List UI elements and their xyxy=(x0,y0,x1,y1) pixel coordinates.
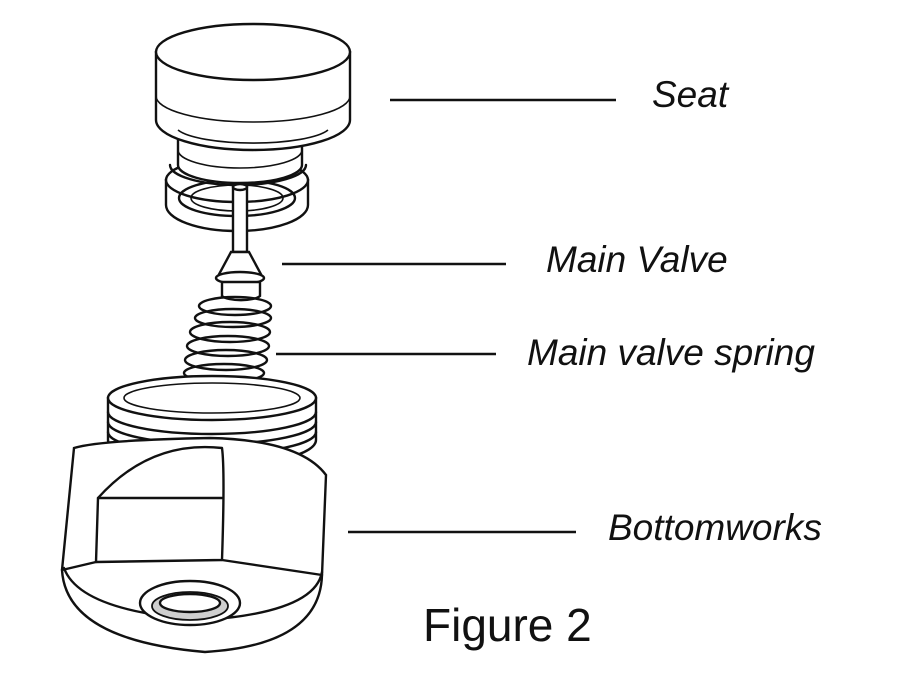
bottomworks-part xyxy=(60,374,328,654)
figure-caption: Figure 2 xyxy=(423,599,592,651)
main-valve-spring-label: Main valve spring xyxy=(527,332,815,373)
main-valve-label: Main Valve xyxy=(546,239,728,280)
seat-label: Seat xyxy=(652,74,729,115)
bottomworks-label: Bottomworks xyxy=(608,507,822,548)
main-valve-part xyxy=(214,182,266,302)
main-valve-spring-part xyxy=(182,295,273,384)
seat-part xyxy=(154,22,352,233)
